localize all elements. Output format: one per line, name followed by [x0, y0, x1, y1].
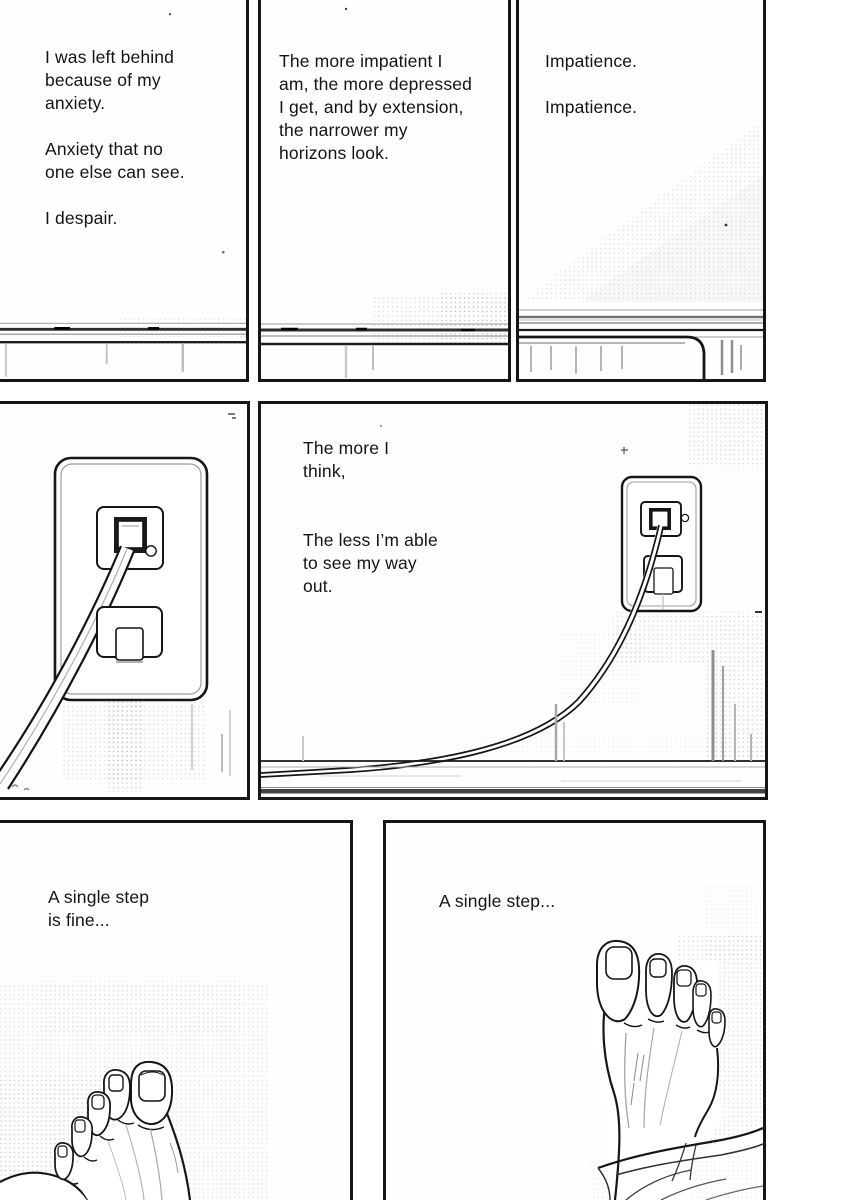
panel-bottom-left: A single step is fine...: [0, 820, 353, 1200]
panel-middle-right: The more I think, The less I’m able to s…: [258, 401, 768, 800]
outlet-long-cord-illustration: [261, 404, 765, 794]
caption-bottom-left: A single step is fine...: [48, 887, 150, 930]
panel-top-center: The more impatient I am, the more depres…: [258, 0, 511, 382]
panel-middle-left: [0, 401, 250, 800]
caption-top-left: I was left behind because of my anxiety.…: [45, 47, 185, 228]
panel-bottom-right: A single step...: [383, 820, 766, 1200]
panel-top-right: Impatience. Impatience.: [516, 0, 766, 382]
caption-top-right: Impatience. Impatience.: [545, 51, 638, 117]
wall-baseboard-illustration: [261, 7, 508, 378]
caption-middle-right: The more I think, The less I’m able to s…: [303, 438, 438, 596]
foot-blanket-illustration: [586, 883, 763, 1200]
outlet-cord-illustration: [0, 413, 236, 792]
wall-mattress-illustration: [519, 120, 763, 379]
foot-illustration: [0, 973, 270, 1200]
caption-top-center: The more impatient I am, the more depres…: [279, 51, 472, 163]
caption-bottom-right: A single step...: [439, 891, 556, 911]
panel-top-left: I was left behind because of my anxiety.…: [0, 0, 249, 382]
wall-baseboard-illustration: [0, 12, 246, 377]
